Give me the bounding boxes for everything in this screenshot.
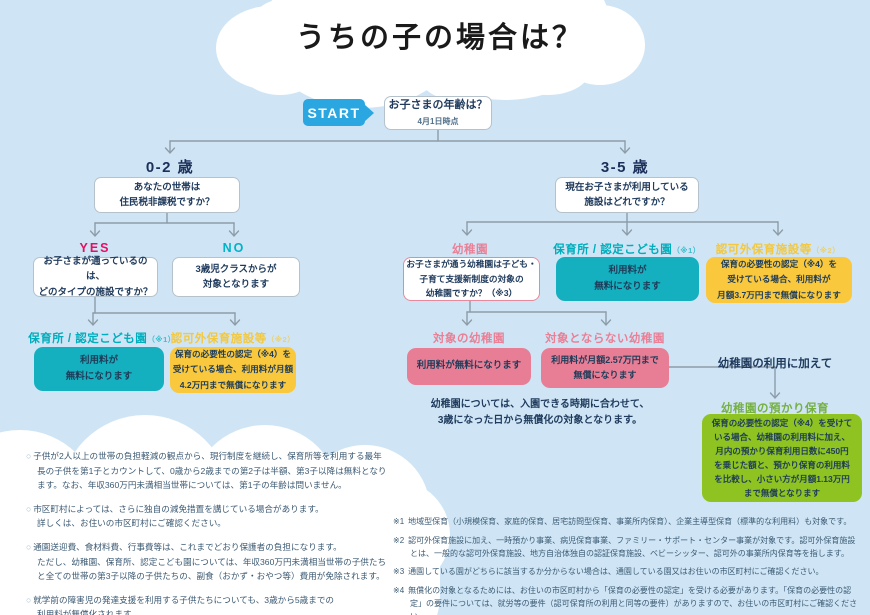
cloud-decoration	[250, 0, 590, 70]
note-text: 市区町村によっては、さらに独自の減免措置を講じている場合があります。 詳しくは、…	[33, 503, 324, 529]
no-result-box: 3歳児クラスからが 対象となります	[172, 257, 300, 297]
no-label: NO	[222, 241, 246, 255]
taishougai-result-box: 利用料が月額2.57万円まで 無償になります	[541, 348, 669, 388]
hoikusho-label-ref: （※1）	[147, 335, 176, 344]
age-question-box: お子さまの年齢は？ 4月1日時点	[384, 96, 492, 130]
ninkagai-label-text: 認可外保育施設等	[170, 333, 267, 345]
start-button: START	[303, 99, 365, 126]
taishou-result-box: 利用料が無料になります	[407, 348, 531, 385]
note-item: ○通園送迎費、食材料費、行事費等は、これまでどおり保護者の負担になります。 ただ…	[26, 540, 390, 584]
hoikusho-label-0-2: 保育所 / 認定こども園（※1）	[27, 330, 177, 346]
hoikusho-label-text: 保育所 / 認定こども園	[28, 333, 148, 345]
taishougai-label: 対象とならない幼稚園	[545, 333, 665, 345]
current-facility-question-box: 現在お子さまが利用している 施設はどれですか？	[555, 177, 699, 213]
reference-number: ※2	[393, 535, 405, 545]
note-item: ○就学前の障害児の発達支援を利用する子供たちについても、3歳から5歳までの 利用…	[26, 593, 390, 615]
general-notes: ○子供が2人以上の世帯の負担軽減の観点から、現行制度を継続し、保育所等を利用する…	[26, 449, 390, 615]
ninkagai-result-box-0-2: 保育の必要性の認定（※4）を 受けている場合、利用料が月額 4.2万円まで無償に…	[170, 347, 296, 393]
age-question-note: 4月1日時点	[417, 117, 459, 127]
ninkagai-label-ref: （※2）	[811, 246, 841, 255]
reference-number: ※4	[393, 586, 405, 596]
reference-number: ※3	[393, 567, 405, 577]
azukari-result-box: 保育の必要性の認定（※4）を受けて いる場合、幼稚園の利用料に加え、 月内の預か…	[702, 414, 862, 502]
taishou-label: 対象の幼稚園	[433, 333, 505, 345]
azukari-label: 幼稚園の預かり保育	[721, 403, 829, 415]
hoikusho-label-ref: （※1）	[672, 246, 701, 255]
reference-text: 通園している園がどちらに該当するか分からない場合は、通園している園又はお住いの市…	[408, 567, 824, 577]
note-item: ○市区町村によっては、さらに独自の減免措置を講じている場合があります。 詳しくは…	[26, 502, 390, 531]
youchien-question-box: お子さまが通う幼稚園は子ども・ 子育て支援新制度の対象の 幼稚園ですか？（※3）	[403, 257, 540, 301]
note-bullet: ○	[26, 542, 32, 553]
page-title: うちの子の場合は？	[295, 22, 584, 54]
cloud-decoration	[0, 475, 440, 615]
reference-text: 無償化の対象となるためには、お住いの市区町村から「保育の必要性の認定」を受ける必…	[408, 586, 858, 615]
hoikusho-result-box-0-2: 利用料が 無料になります	[34, 347, 164, 391]
ninkagai-label-text: 認可外保育施設等	[715, 244, 812, 256]
ninkagai-label-0-2: 認可外保育施設等（※2）	[155, 330, 311, 346]
ninkagai-result-box-3-5: 保育の必要性の認定（※4）を 受けている場合、利用料が 月額3.7万円まで無償に…	[706, 257, 852, 303]
ninkagai-label-ref: （※2）	[266, 335, 296, 344]
reference-text: 認可外保育施設に加え、一時預かり事業、病児保育事業、ファミリー・サポート・センタ…	[408, 535, 856, 558]
hoikusho-result-box-3-5: 利用料が 無料になります	[556, 257, 699, 301]
age-3-5-label: 3-5 歳	[600, 159, 650, 176]
note-text: 就学前の障害児の発達支援を利用する子供たちについても、3歳から5歳までの 利用料…	[33, 594, 335, 615]
ninkagai-label-3-5: 認可外保育施設等（※2）	[698, 241, 858, 257]
note-bullet: ○	[26, 594, 32, 605]
note-text: 子供が2人以上の世帯の負担軽減の観点から、現行制度を継続し、保育所等を利用する最…	[33, 451, 387, 491]
note-bullet: ○	[26, 451, 32, 461]
age-question-text: お子さまの年齢は？	[388, 98, 488, 111]
extra-use-label: 幼稚園の利用に加えて	[717, 358, 833, 370]
youchien-label: 幼稚園	[452, 244, 488, 256]
reference-number: ※1	[393, 517, 405, 526]
yes-label: YES	[79, 241, 111, 255]
tax-question-box: あなたの世帯は 住民税非課税ですか？	[94, 177, 240, 213]
hoikusho-label-text: 保育所 / 認定こども園	[553, 244, 673, 256]
note-item: ○子供が2人以上の世帯の負担軽減の観点から、現行制度を継続し、保育所等を利用する…	[26, 449, 390, 493]
hoikusho-label-3-5: 保育所 / 認定こども園（※1）	[547, 241, 707, 257]
reference-text: 地域型保育（小規模保育、家庭的保育、居宅訪問型保育、事業所内保育）、企業主導型保…	[408, 517, 852, 526]
note-text: 通園送迎費、食材料費、行事費等は、これまでどおり保護者の負担になります。 ただし…	[33, 542, 387, 582]
age-0-2-label: 0-2 歳	[145, 159, 195, 176]
note-bullet: ○	[26, 503, 32, 514]
facility-type-question-box: お子さまが通っているのは、 どのタイプの施設ですか？	[33, 256, 158, 298]
youchien-timing-note: 幼稚園については、入園できる時期に合わせて、 3歳になった日から無償化の対象とな…	[430, 399, 650, 426]
